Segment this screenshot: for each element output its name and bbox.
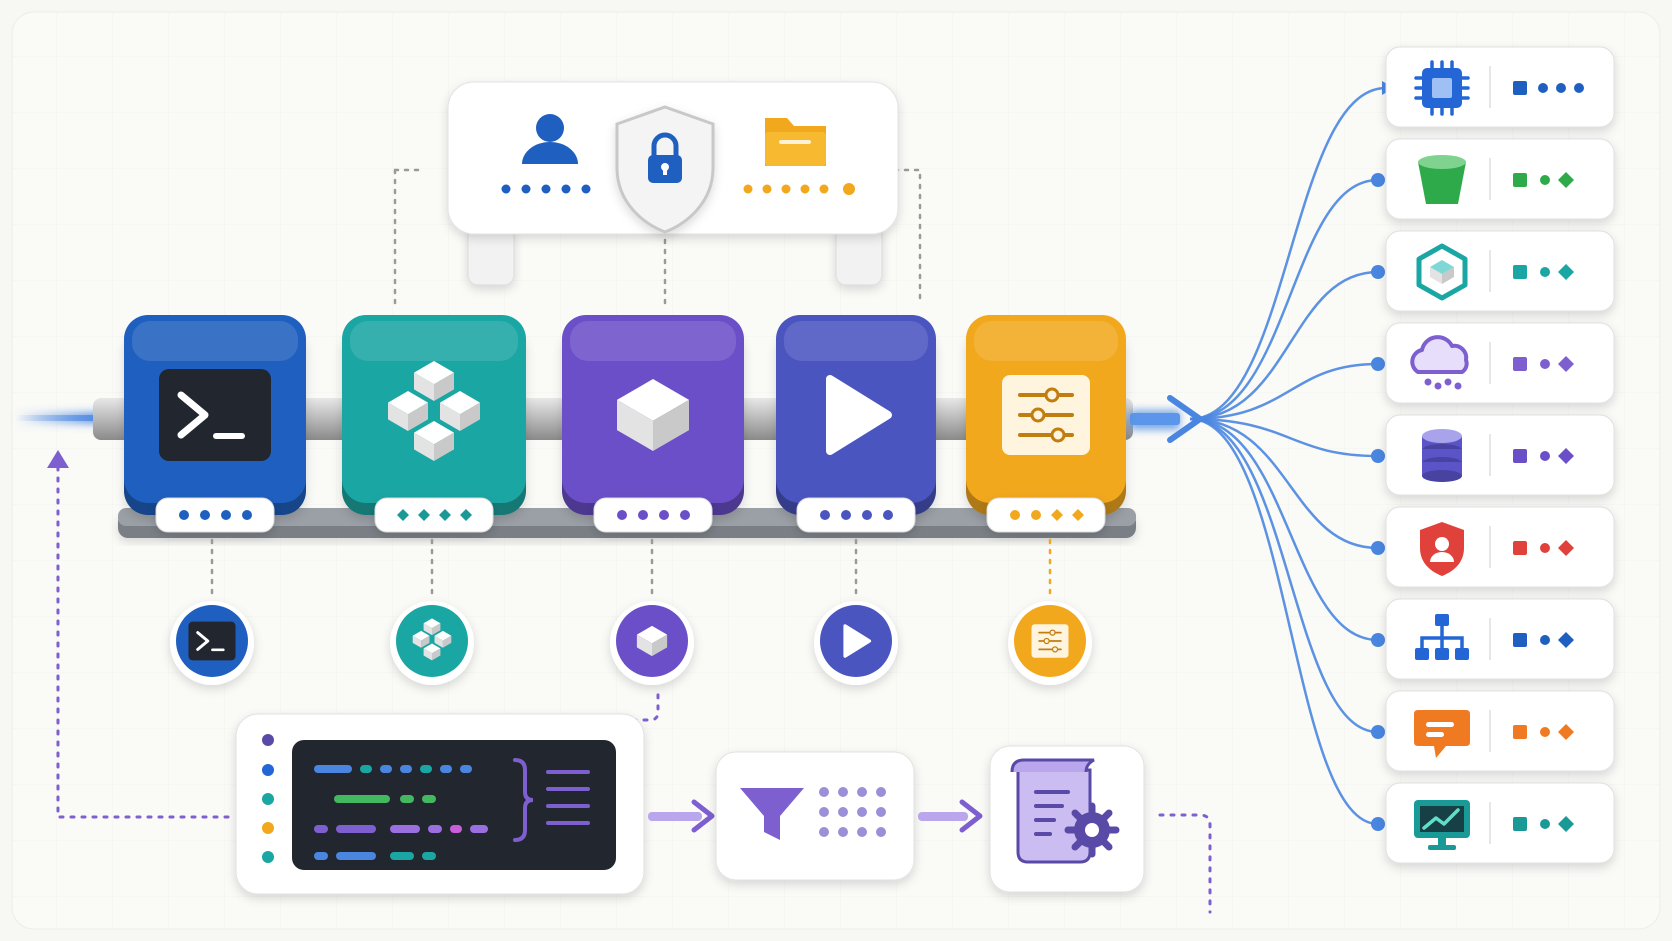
terminal-icon bbox=[159, 369, 271, 461]
line-status-dots bbox=[262, 734, 274, 863]
target-tag bbox=[1513, 816, 1574, 832]
target-chat-message[interactable] bbox=[1385, 690, 1615, 772]
target-tag bbox=[1513, 264, 1574, 280]
user-dots bbox=[501, 184, 591, 194]
bottom-flow bbox=[47, 450, 1212, 914]
sliders-icon bbox=[1002, 375, 1090, 455]
stage-build[interactable] bbox=[562, 315, 744, 533]
target-tag bbox=[1513, 724, 1574, 740]
sliders-icon bbox=[1031, 624, 1069, 658]
target-tag bbox=[1513, 448, 1574, 464]
stage-run[interactable] bbox=[776, 315, 936, 533]
target-monitor-chart[interactable] bbox=[1385, 782, 1615, 864]
stage-packages[interactable] bbox=[342, 315, 526, 533]
config-output-panel bbox=[989, 745, 1145, 893]
terminal-icon bbox=[188, 621, 236, 661]
indicator-terminal[interactable] bbox=[170, 601, 254, 685]
target-tag bbox=[1513, 632, 1574, 648]
target-hierarchy[interactable] bbox=[1385, 598, 1615, 680]
flow-arrow-1 bbox=[648, 799, 715, 833]
folder-icon bbox=[765, 118, 826, 166]
shield-lock-icon bbox=[615, 105, 715, 234]
fan-out-connectors bbox=[1189, 81, 1394, 831]
stage-terminal[interactable] bbox=[124, 315, 306, 533]
cubes-cluster-icon bbox=[388, 361, 480, 461]
indicator-packages[interactable] bbox=[390, 601, 474, 685]
target-shield-user[interactable] bbox=[1385, 506, 1615, 588]
shield-user-icon bbox=[1420, 522, 1464, 576]
target-cpu-chip[interactable] bbox=[1385, 46, 1615, 128]
play-icon bbox=[826, 375, 892, 455]
flow-arrow-2 bbox=[918, 799, 983, 833]
bucket-icon bbox=[1418, 155, 1466, 204]
hex-cube-icon bbox=[1416, 243, 1468, 301]
target-hex-cube[interactable] bbox=[1385, 230, 1615, 312]
code-editor-icon bbox=[292, 740, 616, 870]
target-tag bbox=[1513, 540, 1574, 556]
stage-tag bbox=[374, 497, 494, 533]
database-icon bbox=[1422, 429, 1462, 482]
target-cloud[interactable] bbox=[1385, 322, 1615, 404]
cube-icon bbox=[617, 379, 689, 451]
target-bucket[interactable] bbox=[1385, 138, 1615, 220]
target-database[interactable] bbox=[1385, 414, 1615, 496]
monitor-chart-icon bbox=[1414, 800, 1470, 850]
filter-panel bbox=[715, 751, 915, 881]
indicator-build[interactable] bbox=[610, 601, 694, 685]
stage-tag bbox=[986, 497, 1106, 533]
stage-tag bbox=[593, 497, 713, 533]
access-control-panel bbox=[393, 81, 922, 312]
stage-tag bbox=[155, 497, 275, 533]
target-tag bbox=[1513, 356, 1574, 372]
output-arrow bbox=[1130, 395, 1203, 443]
indicator-config[interactable] bbox=[1008, 601, 1092, 685]
code-lines bbox=[314, 758, 590, 860]
user-icon bbox=[522, 114, 578, 164]
target-tag bbox=[1513, 172, 1574, 188]
hierarchy-icon bbox=[1415, 614, 1469, 660]
stage-config[interactable] bbox=[966, 315, 1126, 533]
config-document-gear-icon bbox=[1010, 758, 1120, 864]
cloud-icon bbox=[1410, 335, 1469, 390]
pipeline-stages bbox=[124, 315, 1126, 533]
filter-dot-grid bbox=[819, 787, 886, 837]
indicator-run[interactable] bbox=[814, 601, 898, 685]
chat-message-icon bbox=[1414, 710, 1470, 758]
cpu-chip-icon bbox=[1414, 60, 1470, 116]
stage-connectors bbox=[210, 538, 1052, 602]
stage-indicators bbox=[170, 601, 1092, 685]
play-icon bbox=[843, 624, 872, 658]
stage-tag bbox=[796, 497, 916, 533]
feedback-arrowhead bbox=[47, 450, 69, 468]
filter-funnel-icon bbox=[740, 788, 804, 840]
target-list bbox=[1385, 46, 1615, 864]
folder-dots bbox=[743, 183, 855, 195]
target-tag bbox=[1513, 81, 1584, 95]
code-editor-panel bbox=[235, 713, 645, 895]
cubes-cluster-icon bbox=[412, 618, 452, 661]
